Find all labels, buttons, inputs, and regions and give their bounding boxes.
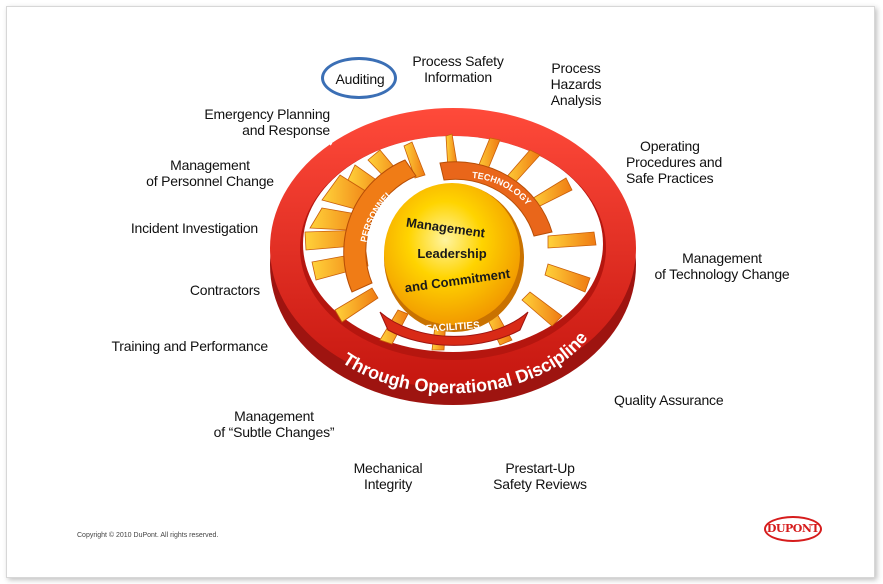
label-process-hazards-analysis: Process Hazards Analysis: [536, 60, 616, 108]
auditing-highlight: [321, 57, 397, 99]
label-line: Analysis: [550, 92, 602, 108]
copyright-text: Copyright © 2010 DuPont. All rights rese…: [77, 532, 219, 539]
label-subtle-changes: Management of “Subtle Changes”: [200, 408, 348, 440]
spoke: [547, 231, 597, 249]
label-line: Mechanical: [353, 460, 423, 476]
label-prestart-up-safety-reviews: Prestart-Up Safety Reviews: [482, 460, 598, 492]
spoke: [403, 141, 426, 179]
label-line: of “Subtle Changes”: [213, 424, 335, 440]
label-quality-assurance: Quality Assurance: [614, 392, 754, 408]
core-circle: [384, 183, 520, 325]
label-incident-investigation-text: Incident Investigation: [130, 220, 258, 236]
label-incident-investigation: Incident Investigation: [100, 220, 258, 236]
label-line: of Personnel Change: [146, 173, 274, 189]
label-training-performance: Training and Performance: [90, 338, 268, 354]
label-line: Hazards: [550, 76, 602, 92]
label-personnel-change: Management of Personnel Change: [140, 157, 280, 189]
label-line: Information: [424, 69, 492, 85]
technology-arc: [439, 161, 553, 237]
label-quality-assurance-text: Quality Assurance: [614, 392, 724, 408]
dupont-logo: DUPONT: [764, 516, 822, 542]
label-contractors: Contractors: [150, 282, 260, 298]
label-line: Safety Reviews: [493, 476, 587, 492]
label-line: Procedures and: [626, 154, 723, 170]
label-auditing: Auditing: [322, 71, 398, 87]
label-line: and Response: [242, 122, 330, 138]
label-line: Operating: [640, 138, 700, 154]
label-line: Emergency Planning: [204, 106, 330, 122]
label-process-safety-information: Process Safety Information: [398, 53, 518, 85]
label-technology-change: Management of Technology Change: [648, 250, 796, 282]
label-operating-procedures: Operating Procedures and Safe Practices: [626, 138, 756, 186]
label-line: Management: [682, 250, 762, 266]
label-line: Process: [551, 60, 601, 76]
label-emergency-planning: Emergency Planning and Response: [170, 106, 330, 138]
spoke: [521, 291, 563, 327]
label-line: Process Safety: [412, 53, 504, 69]
label-line: Management: [170, 157, 250, 173]
facilities-arc: [379, 311, 529, 346]
label-line: Management: [234, 408, 314, 424]
label-line: of Technology Change: [654, 266, 790, 282]
label-contractors-text: Contractors: [189, 282, 260, 298]
label-line: Safe Practices: [626, 170, 714, 186]
label-mechanical-integrity: Mechanical Integrity: [340, 460, 436, 492]
core-line-2: Leadership: [417, 246, 486, 261]
label-line: Integrity: [364, 476, 412, 492]
label-auditing-text: Auditing: [335, 71, 385, 87]
personnel-arc: [343, 159, 417, 293]
label-training-performance-text: Training and Performance: [111, 338, 268, 354]
spoke: [334, 287, 379, 323]
facilities-label: FACILITIES: [426, 320, 481, 335]
spoke: [544, 263, 591, 293]
label-line: Prestart-Up: [505, 460, 575, 476]
